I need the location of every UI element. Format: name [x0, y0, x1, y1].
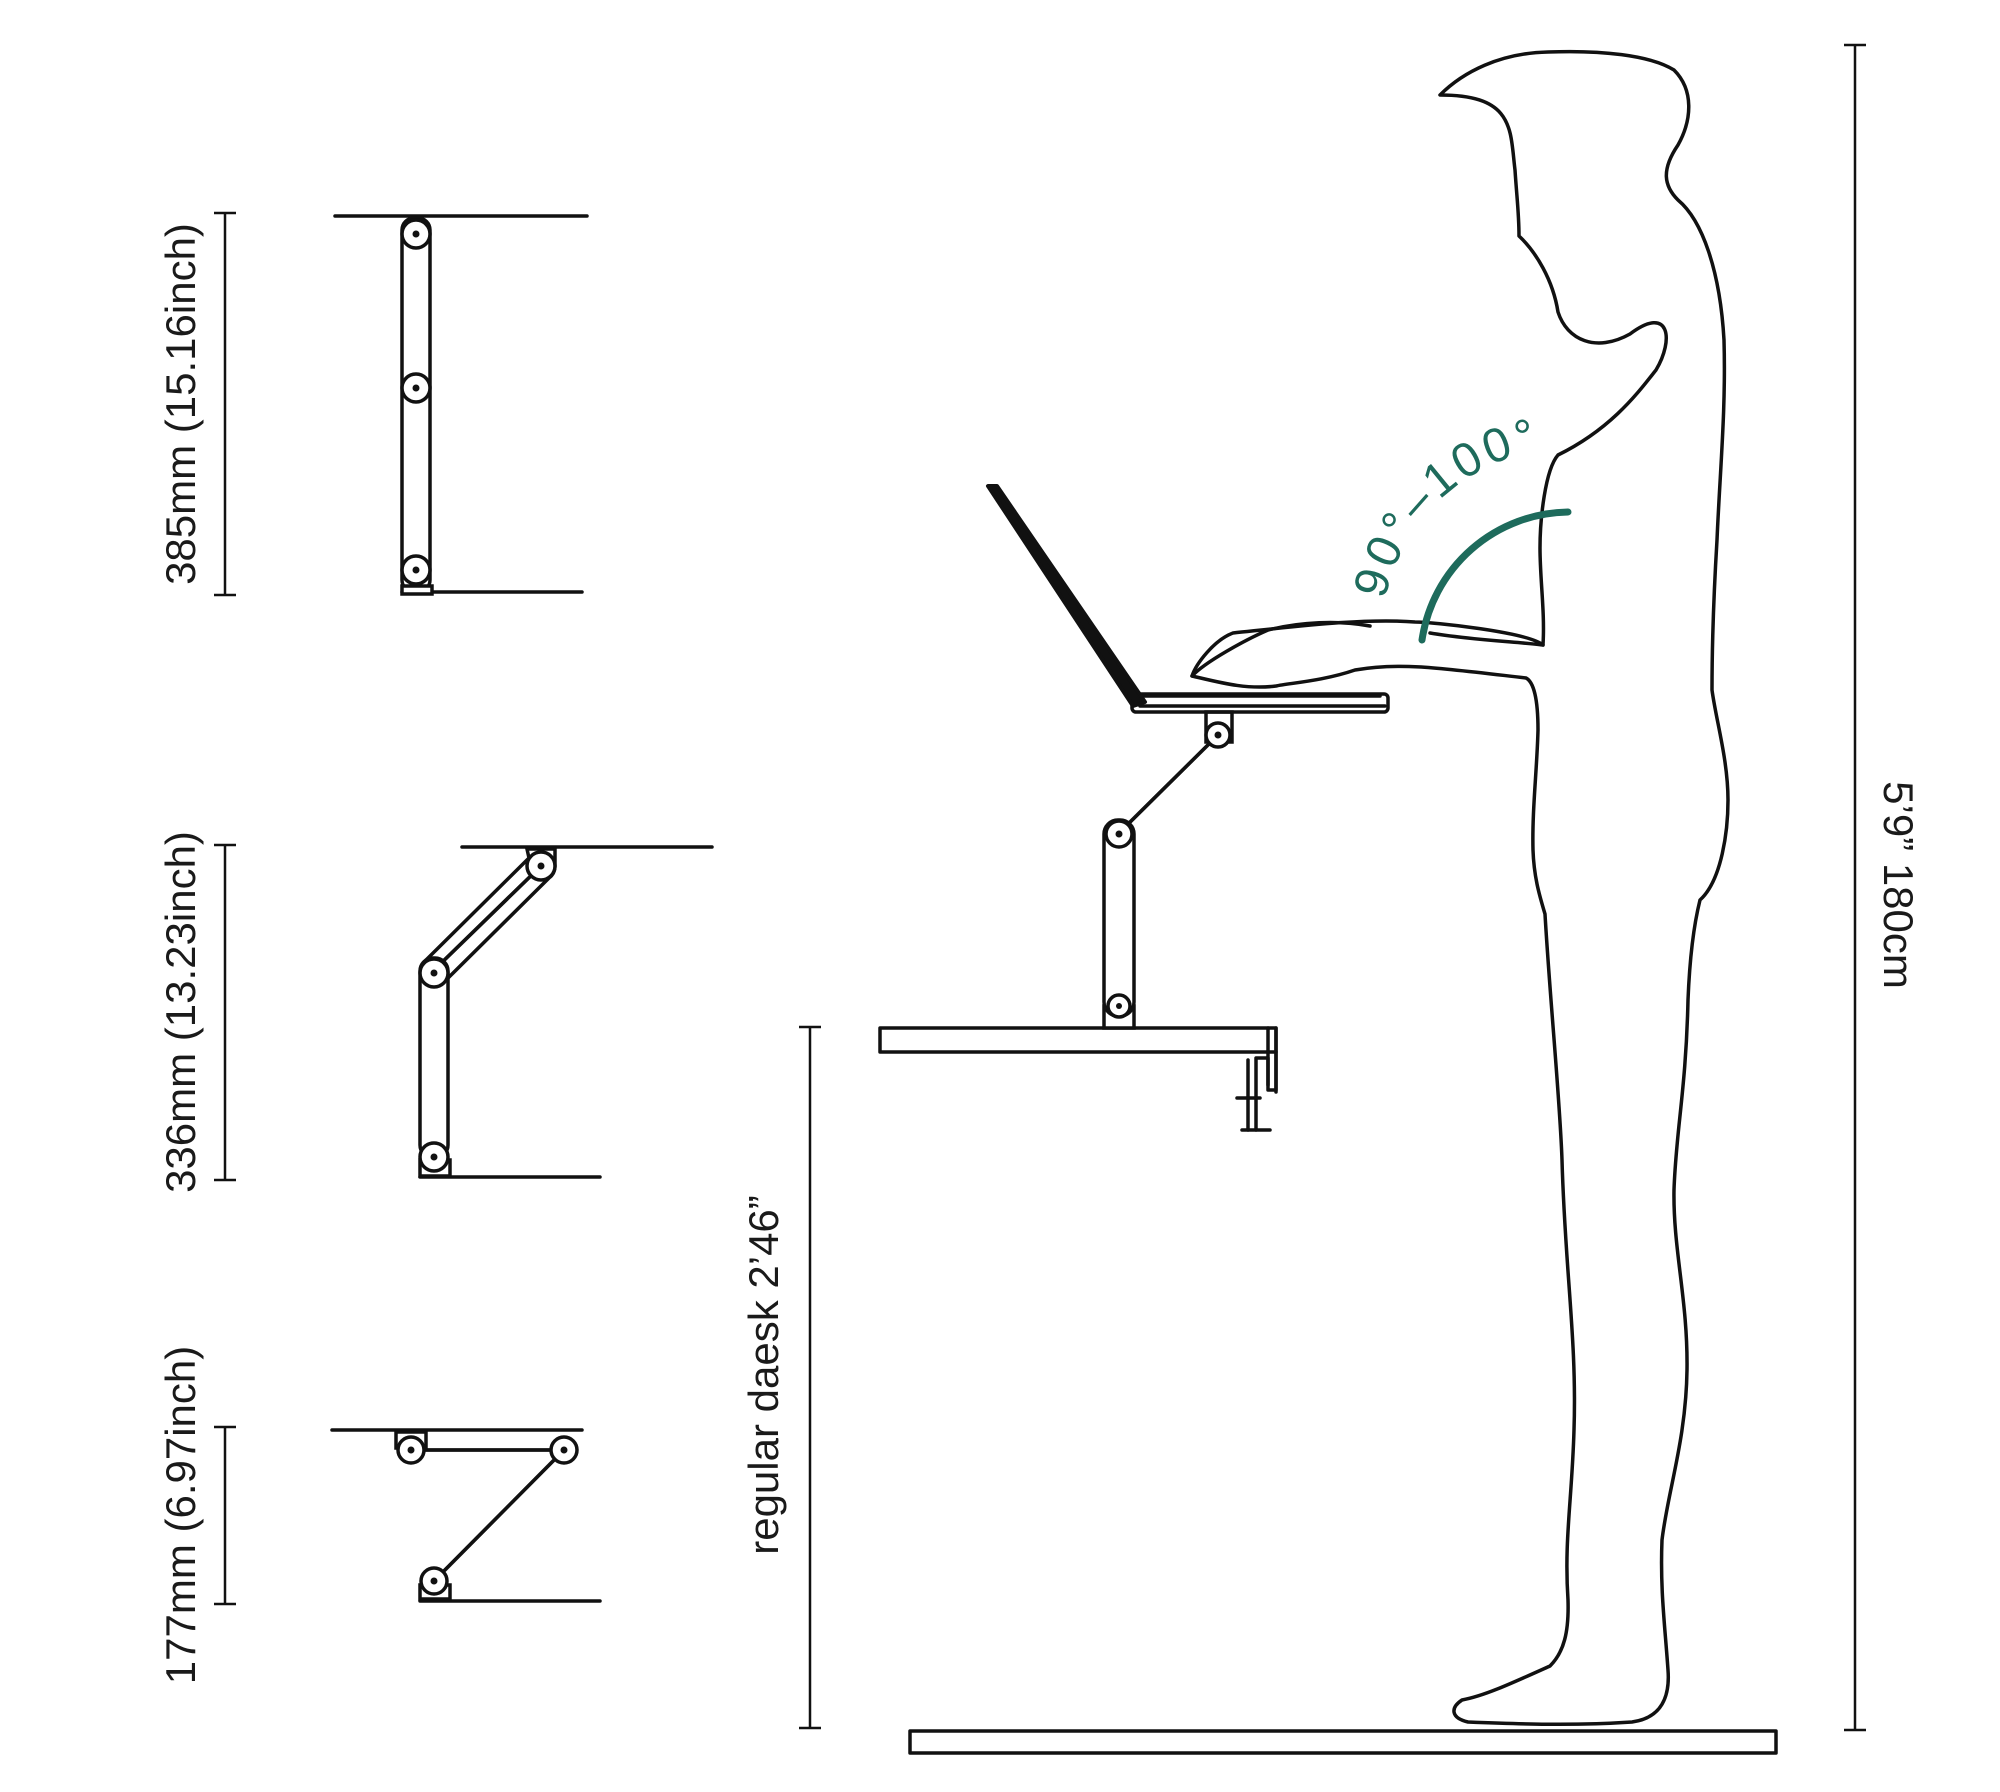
config-extended: 385mm (15.16inch)	[157, 211, 589, 597]
desk-clamp	[1254, 1050, 1278, 1132]
person-height-dimension: 5’9” 180cm	[1844, 43, 1922, 1732]
person-silhouette	[1190, 49, 1730, 1727]
desk	[878, 1026, 1278, 1132]
desk-height-dimension: regular daesk 2’46”	[740, 1025, 821, 1730]
arm-segment	[400, 216, 432, 594]
pivot-joint	[396, 1435, 579, 1596]
laptop-stand	[1102, 710, 1234, 1030]
laptop	[986, 484, 1390, 714]
person-arm	[1190, 620, 1545, 678]
arm-angle-indicator: 90°–100°	[1344, 408, 1572, 644]
height-label-385: 385mm (15.16inch)	[157, 223, 204, 585]
pivot-joint	[1104, 721, 1232, 1019]
floor-plate	[908, 1729, 1778, 1755]
height-label-336: 336mm (13.23inch)	[157, 831, 204, 1193]
config-folded: 177mm (6.97inch)	[157, 1346, 602, 1684]
angle-arc	[1418, 508, 1572, 644]
pivot-joint	[418, 850, 557, 1173]
height-label-177: 177mm (6.97inch)	[157, 1346, 204, 1684]
person-height-label: 5’9” 180cm	[1875, 781, 1922, 989]
config-mid: 336mm (13.23inch)	[157, 831, 714, 1193]
laptop-screen	[986, 484, 1147, 708]
angle-label: 90°–100°	[1344, 408, 1544, 602]
arm-segment	[1102, 818, 1136, 1018]
pivot-joint	[400, 218, 432, 586]
desk-height-label: regular daesk 2’46”	[740, 1195, 787, 1555]
